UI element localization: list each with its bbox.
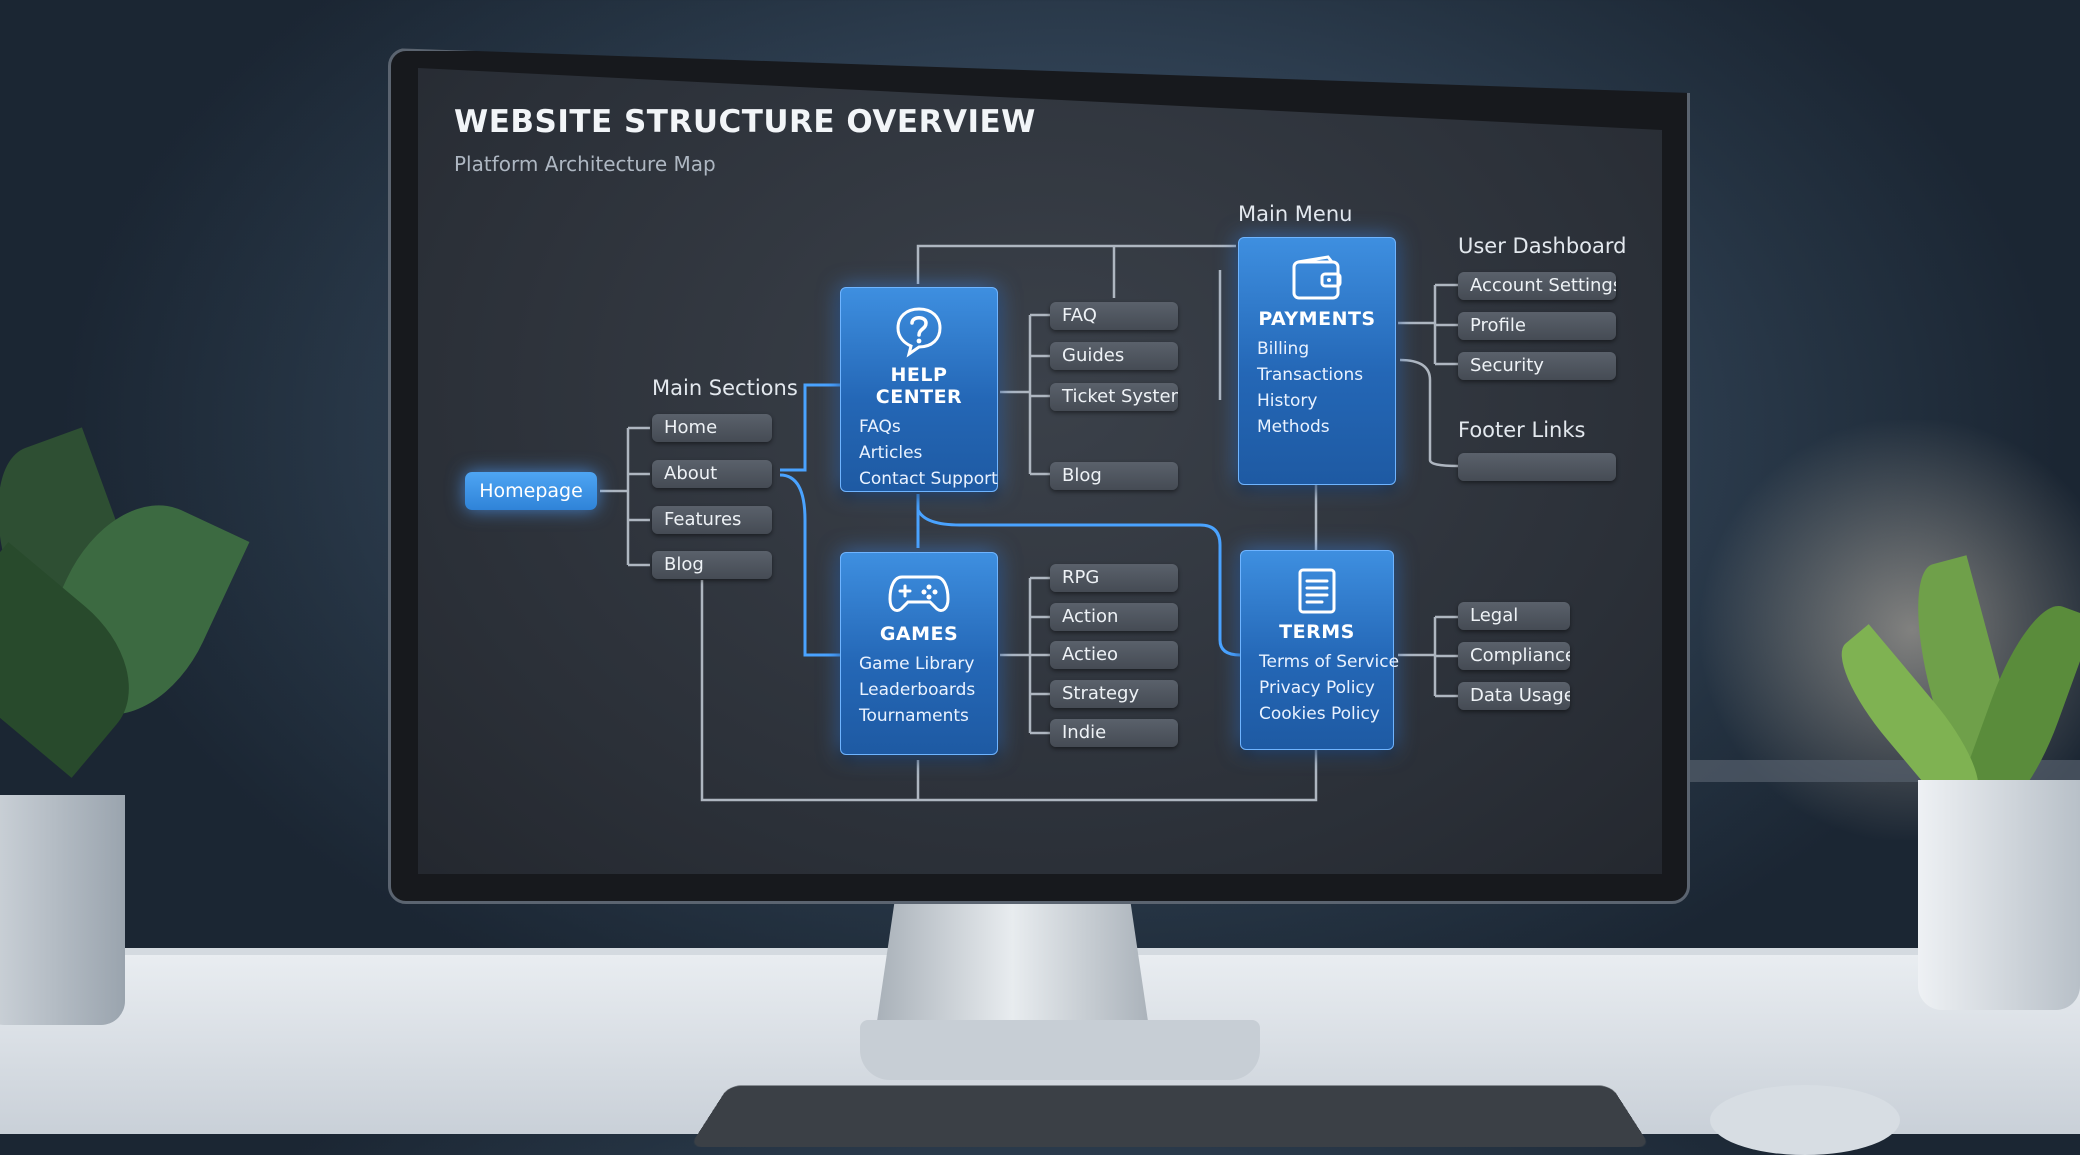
games-title: GAMES bbox=[879, 623, 959, 645]
games-child-strategy[interactable]: Strategy bbox=[1050, 680, 1178, 708]
main-section-home[interactable]: Home bbox=[652, 414, 772, 442]
games-line-game-library: Game Library bbox=[859, 654, 975, 674]
terms-line-terms-of-service: Terms of Service bbox=[1259, 652, 1400, 672]
games-child-actieo[interactable]: Actieo bbox=[1050, 641, 1178, 669]
games-child-rpg[interactable]: RPG bbox=[1050, 564, 1178, 592]
games-child-indie[interactable]: Indie bbox=[1050, 719, 1178, 747]
terms-child-legal[interactable]: Legal bbox=[1458, 602, 1570, 630]
question-bubble-icon bbox=[896, 307, 942, 358]
footer-link-item[interactable] bbox=[1458, 453, 1616, 481]
monitor-screen bbox=[418, 68, 1662, 874]
terms-child-data-usage[interactable]: Data Usage bbox=[1458, 682, 1570, 710]
help-child-guides[interactable]: Guides bbox=[1050, 342, 1178, 370]
games-line-leaderboards: Leaderboards bbox=[859, 680, 976, 700]
page-title: WEBSITE STRUCTURE OVERVIEW bbox=[454, 104, 1036, 140]
gamepad-icon bbox=[888, 575, 950, 613]
help-center-card[interactable]: HELP CENTER FAQs Articles Contact Suppor… bbox=[840, 287, 998, 492]
help-center-line-contact-support: Contact Support bbox=[859, 469, 998, 489]
gray-connectors bbox=[600, 244, 1459, 802]
wallet-icon bbox=[1292, 255, 1342, 300]
games-child-action[interactable]: Action bbox=[1050, 603, 1178, 631]
help-center-line-articles: Articles bbox=[859, 443, 923, 463]
games-line-tournaments: Tournaments bbox=[859, 706, 969, 726]
monitor-stand-base bbox=[860, 1020, 1260, 1080]
monitor-stand bbox=[875, 885, 1150, 1035]
help-child-blog[interactable]: Blog bbox=[1050, 462, 1178, 490]
dashboard-account-settings[interactable]: Account Settings bbox=[1458, 272, 1616, 300]
dashboard-security[interactable]: Security bbox=[1458, 352, 1616, 380]
footer-links-label: Footer Links bbox=[1458, 418, 1586, 442]
help-center-line-faqs: FAQs bbox=[859, 417, 901, 437]
main-section-features[interactable]: Features bbox=[652, 506, 772, 534]
terms-child-compliance[interactable]: Compliance bbox=[1458, 642, 1570, 670]
main-menu-label: Main Menu bbox=[1238, 202, 1353, 226]
document-icon bbox=[1298, 568, 1336, 614]
main-section-about[interactable]: About bbox=[652, 460, 772, 488]
main-sections-label: Main Sections bbox=[652, 376, 798, 400]
payments-title: PAYMENTS bbox=[1258, 308, 1376, 330]
payments-line-methods: Methods bbox=[1257, 417, 1330, 437]
dashboard-profile[interactable]: Profile bbox=[1458, 312, 1616, 340]
terms-title: TERMS bbox=[1279, 621, 1355, 643]
homepage-node[interactable]: Homepage bbox=[465, 472, 597, 510]
payments-line-billing: Billing bbox=[1257, 339, 1310, 359]
main-section-blog[interactable]: Blog bbox=[652, 551, 772, 579]
payments-line-transactions: Transactions bbox=[1257, 365, 1364, 385]
help-child-ticket-system[interactable]: Ticket System bbox=[1050, 383, 1178, 411]
help-center-title: HELP CENTER bbox=[875, 364, 963, 408]
user-dashboard-label: User Dashboard bbox=[1458, 234, 1627, 258]
payments-card[interactable]: PAYMENTS Billing Transactions History Me… bbox=[1238, 237, 1396, 485]
plant-pot-right bbox=[1918, 780, 2080, 1010]
terms-line-privacy-policy: Privacy Policy bbox=[1259, 678, 1375, 698]
games-card[interactable]: GAMES Game Library Leaderboards Tourname… bbox=[840, 552, 998, 755]
plant-pot-left bbox=[0, 795, 125, 1025]
terms-card[interactable]: TERMS Terms of Service Privacy Policy Co… bbox=[1240, 550, 1400, 750]
blue-connectors bbox=[779, 383, 1241, 657]
page-subtitle: Platform Architecture Map bbox=[454, 152, 716, 176]
help-child-faq[interactable]: FAQ bbox=[1050, 302, 1178, 330]
payments-line-history: History bbox=[1257, 391, 1318, 411]
terms-line-cookies-policy: Cookies Policy bbox=[1259, 704, 1380, 724]
